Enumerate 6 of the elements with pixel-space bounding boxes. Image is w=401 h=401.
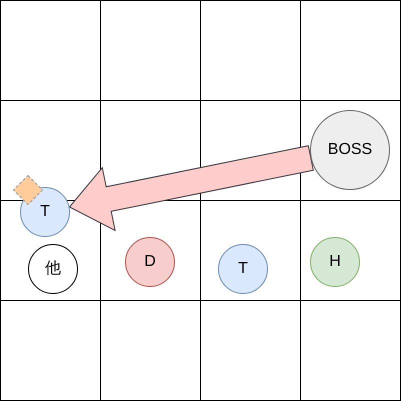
circle-node: H [310,237,360,287]
circle-node: T [218,244,268,294]
block-arrow [68,145,314,232]
circle-node: BOSS [310,110,390,190]
circle-node: 他 [28,244,78,294]
circle-node: D [125,237,175,287]
